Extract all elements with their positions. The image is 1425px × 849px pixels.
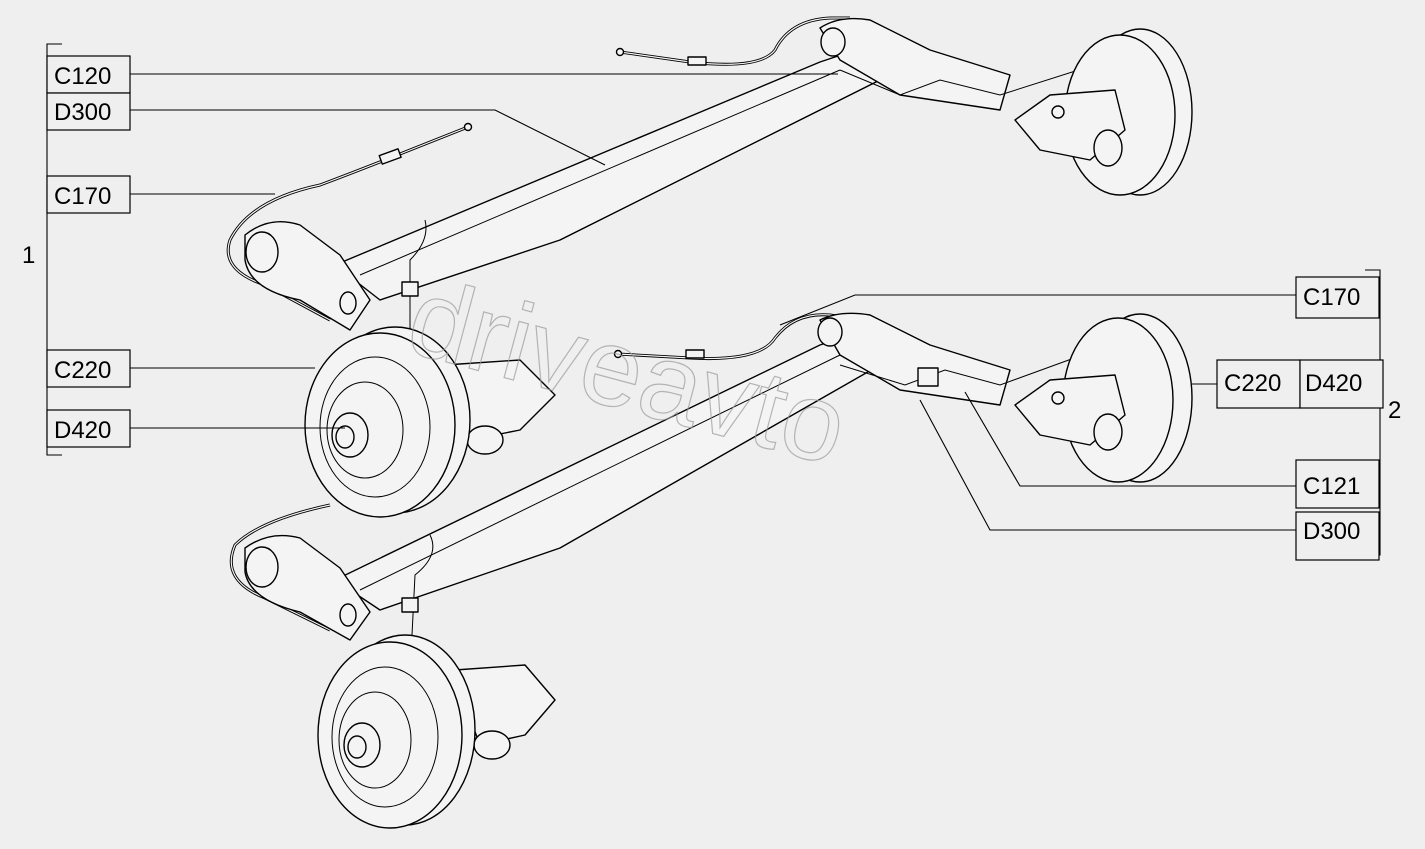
- label-d420-g2: D420: [1305, 370, 1362, 397]
- brake-backplate-right: [1014, 28, 1193, 196]
- bushing-left-2: [245, 546, 279, 588]
- label-c170-g2: C170: [1303, 284, 1360, 311]
- handbrake-cable-lower-2: [229, 503, 331, 632]
- group-1-number: 1: [22, 242, 35, 269]
- bushing-left: [245, 231, 279, 273]
- callout-group-2: 2 C170 C220 D420 C121 D300: [779, 269, 1401, 561]
- brake-drum-left: [304, 326, 471, 518]
- group-2-number: 2: [1388, 397, 1401, 424]
- label-c121-g2: C121: [1303, 473, 1360, 500]
- brake-pipe-right: [839, 59, 1111, 96]
- bushing-right-2: [817, 317, 843, 347]
- label-d420-g1: D420: [54, 417, 111, 444]
- trailing-arm-right: [819, 17, 1011, 111]
- handbrake-cable-upper-2: [613, 313, 851, 361]
- brake-hose-bracket: [917, 367, 939, 387]
- rear-axle-assembly-1: [226, 16, 1193, 518]
- bushing-right: [820, 27, 846, 57]
- axle-beam: [334, 51, 881, 301]
- group-1-bracket: [46, 43, 62, 456]
- handbrake-cable-upper: [615, 16, 850, 66]
- label-c170-g1: C170: [54, 183, 111, 210]
- label-d300-g2: D300: [1303, 518, 1360, 545]
- label-c120-g1: C120: [54, 63, 111, 90]
- handbrake-cable-lower: [226, 122, 473, 322]
- callout-group-1: 1 C120 D300 C170 C220 D420: [22, 43, 838, 456]
- brake-pipe-right-2: [839, 344, 1111, 386]
- trailing-arm-right-2: [819, 312, 1011, 406]
- brake-drum-left-2: [317, 634, 476, 829]
- rear-axle-assembly-2: [229, 312, 1193, 829]
- label-c220-g1: C220: [54, 357, 111, 384]
- brake-pipe-left: [409, 219, 427, 330]
- brake-pipe-left-2: [411, 534, 434, 636]
- label-c220-g2: C220: [1224, 370, 1281, 397]
- brake-backplate-right-2: [1014, 313, 1193, 483]
- label-d300-g1: D300: [54, 99, 111, 126]
- pipe-clip: [401, 281, 419, 297]
